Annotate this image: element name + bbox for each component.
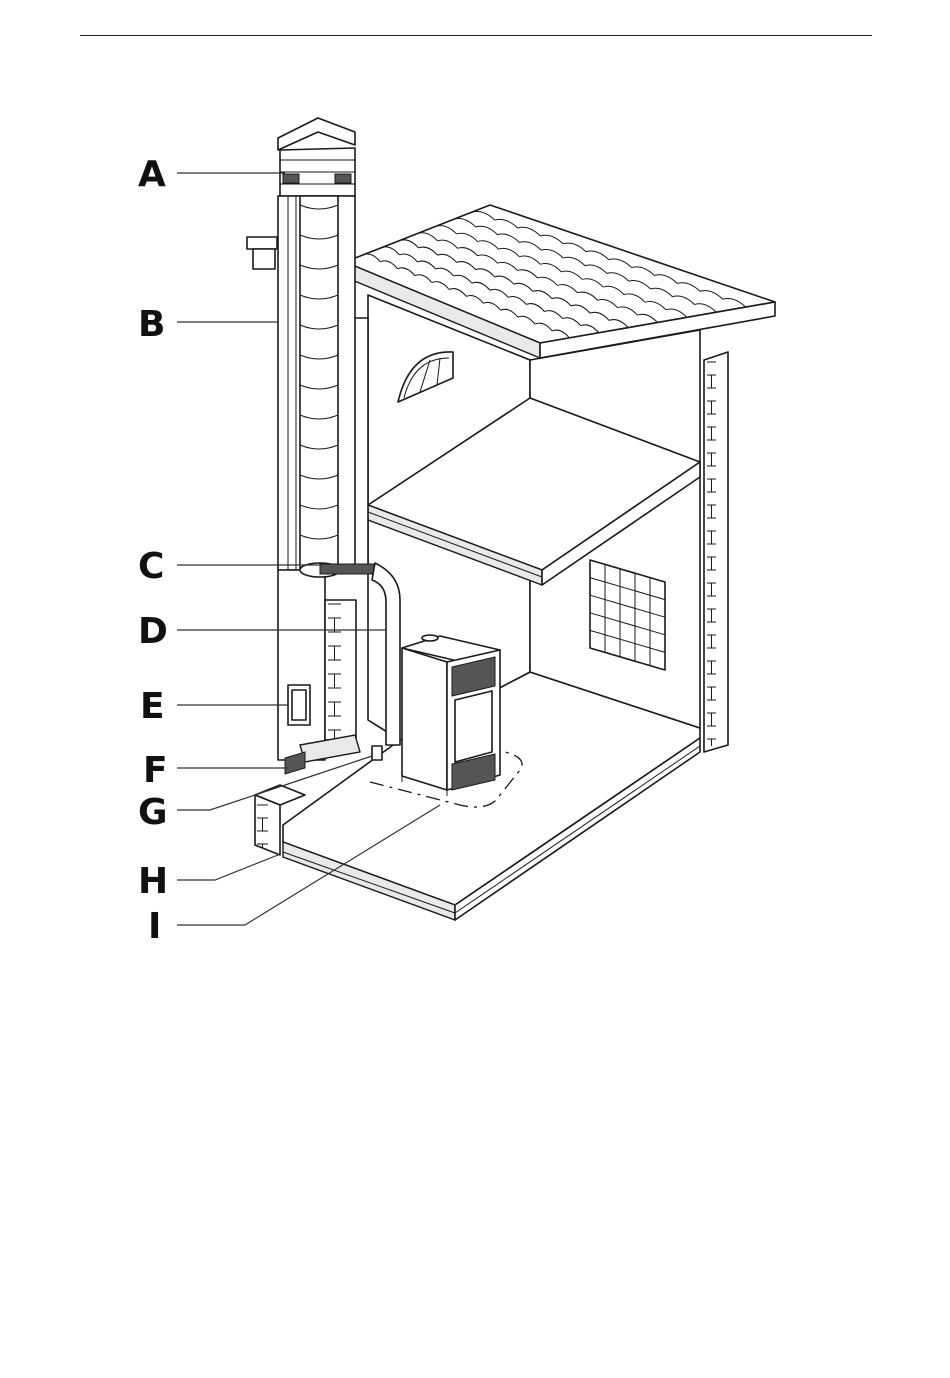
right-brick-column	[704, 352, 728, 752]
label-F: F	[143, 750, 168, 791]
callout-labels: A B C D E F G H I	[138, 154, 168, 947]
chimney-cap	[278, 118, 355, 196]
label-I: I	[148, 906, 161, 947]
pellet-stove	[402, 635, 500, 796]
label-G: G	[138, 792, 168, 833]
label-C: C	[138, 546, 164, 587]
label-E: E	[140, 686, 165, 727]
label-A: A	[138, 154, 166, 195]
label-D: D	[138, 611, 168, 652]
label-B: B	[138, 304, 165, 345]
label-H: H	[138, 861, 168, 902]
leader-H	[177, 855, 278, 880]
